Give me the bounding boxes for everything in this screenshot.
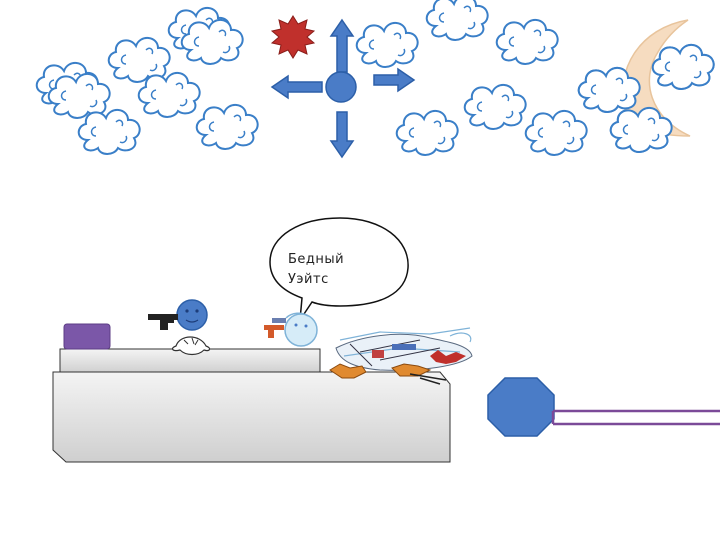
cloud-icon bbox=[395, 109, 459, 156]
purple-block bbox=[63, 323, 111, 350]
debris-pile bbox=[329, 327, 473, 385]
center-button[interactable] bbox=[325, 71, 357, 103]
lower-platform bbox=[52, 371, 451, 463]
shooter-character bbox=[148, 299, 211, 356]
waits-character bbox=[264, 312, 318, 347]
moon-icon bbox=[622, 19, 691, 137]
gun-icon bbox=[264, 318, 286, 338]
cloud-icon bbox=[77, 108, 141, 155]
cloud-icon bbox=[425, 0, 489, 41]
explosion-icon bbox=[430, 350, 466, 364]
speech-line-1: Бедный bbox=[288, 252, 345, 267]
cloud-icon bbox=[495, 18, 559, 65]
arrow-left-icon[interactable] bbox=[270, 74, 323, 100]
cloud-icon bbox=[195, 103, 259, 150]
speech-bubble bbox=[269, 217, 409, 321]
speech-bubble-text: Бедный Уэйтс bbox=[288, 250, 398, 290]
arrow-right-icon[interactable] bbox=[373, 67, 416, 93]
ball-icon bbox=[487, 377, 555, 437]
cloud-icon bbox=[180, 18, 244, 65]
cloud-icon bbox=[524, 109, 588, 156]
arrow-up-icon[interactable] bbox=[329, 18, 355, 73]
cloud-icon bbox=[651, 43, 715, 90]
cloud-icon bbox=[137, 71, 201, 118]
cloud-icon bbox=[463, 83, 527, 130]
gun-icon bbox=[148, 314, 178, 330]
cloud-icon bbox=[47, 72, 111, 119]
speech-line-2: Уэйтс bbox=[288, 272, 329, 287]
arrow-down-icon[interactable] bbox=[329, 111, 355, 159]
sun-icon bbox=[270, 15, 316, 59]
explosion-icon bbox=[329, 363, 367, 379]
cloud-icon bbox=[355, 21, 419, 68]
cloud-icon bbox=[609, 106, 673, 153]
